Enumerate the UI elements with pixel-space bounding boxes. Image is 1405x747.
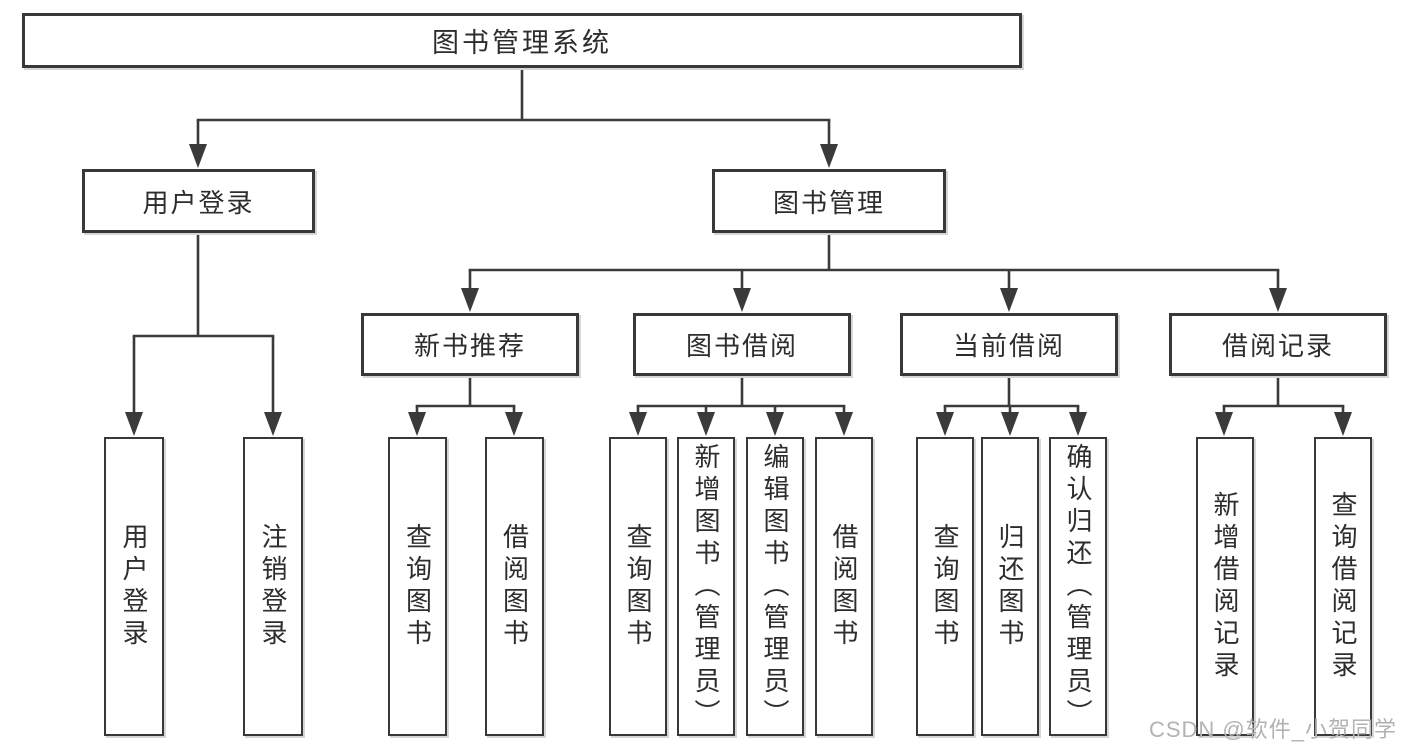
leaf-borrow-book-recommend: 借阅图书 bbox=[485, 437, 544, 736]
leaf-query-book-current: 查询图书 bbox=[916, 437, 974, 736]
node-new-book-recommend-label: 新书推荐 bbox=[413, 331, 526, 361]
connector-current-borrow-to-leaves bbox=[936, 376, 1087, 436]
leaf-edit-book-admin-label: 编辑图书（管理员） bbox=[760, 442, 790, 731]
leaf-edit-book-admin: 编辑图书（管理员） bbox=[746, 437, 804, 736]
leaf-query-borrow-record: 查询借阅记录 bbox=[1314, 437, 1372, 736]
leaf-confirm-return-admin: 确认归还（管理员） bbox=[1049, 437, 1107, 736]
leaf-user-login-label: 用户登录 bbox=[119, 522, 149, 651]
leaf-logout: 注销登录 bbox=[243, 437, 303, 736]
node-current-borrow-label: 当前借阅 bbox=[952, 331, 1065, 361]
node-borrow-record-label: 借阅记录 bbox=[1221, 331, 1334, 361]
leaf-add-book-admin: 新增图书（管理员） bbox=[677, 437, 735, 736]
leaf-user-login: 用户登录 bbox=[104, 437, 164, 736]
leaf-borrow-book-recommend-label: 借阅图书 bbox=[499, 522, 530, 651]
leaf-query-book-recommend-label: 查询图书 bbox=[402, 522, 433, 651]
leaf-confirm-return-admin-label: 确认归还（管理员） bbox=[1063, 442, 1093, 731]
leaf-return-book: 归还图书 bbox=[981, 437, 1039, 736]
connector-borrow-record-to-leaves bbox=[1215, 376, 1352, 436]
node-user-login-label: 用户登录 bbox=[142, 187, 255, 218]
leaf-logout-label: 注销登录 bbox=[258, 522, 288, 651]
leaf-return-book-label: 归还图书 bbox=[995, 522, 1025, 651]
leaf-query-book-borrow: 查询图书 bbox=[609, 437, 667, 736]
leaf-add-book-admin-label: 新增图书（管理员） bbox=[691, 442, 721, 731]
node-new-book-recommend: 新书推荐 bbox=[361, 313, 579, 376]
leaf-add-borrow-record-label: 新增借阅记录 bbox=[1210, 490, 1240, 683]
node-borrow-record: 借阅记录 bbox=[1169, 313, 1387, 376]
node-root-system: 图书管理系统 bbox=[22, 13, 1022, 68]
node-user-login: 用户登录 bbox=[82, 169, 315, 233]
node-book-borrow-label: 图书借阅 bbox=[685, 331, 798, 361]
node-book-management: 图书管理 bbox=[712, 169, 946, 233]
watermark: CSDN @软件_小贺同学 bbox=[1148, 717, 1397, 742]
leaf-query-borrow-record-label: 查询借阅记录 bbox=[1328, 490, 1358, 683]
node-current-borrow: 当前借阅 bbox=[900, 313, 1118, 376]
connector-new-book-to-leaves bbox=[408, 376, 523, 436]
connector-book-management-to-level3 bbox=[461, 233, 1287, 312]
connector-root-to-level2 bbox=[189, 66, 838, 168]
leaf-add-borrow-record: 新增借阅记录 bbox=[1196, 437, 1254, 736]
connector-book-borrow-to-leaves bbox=[629, 376, 853, 436]
connector-user-login-to-leaves bbox=[125, 233, 282, 436]
leaf-borrow-book-label: 借阅图书 bbox=[829, 522, 859, 651]
node-root-label: 图书管理系统 bbox=[432, 28, 612, 58]
node-book-borrow: 图书借阅 bbox=[633, 313, 851, 376]
leaf-query-book-recommend: 查询图书 bbox=[388, 437, 447, 736]
leaf-borrow-book: 借阅图书 bbox=[815, 437, 873, 736]
leaf-query-book-borrow-label: 查询图书 bbox=[623, 522, 653, 651]
leaf-query-book-current-label: 查询图书 bbox=[930, 522, 960, 651]
node-book-management-label: 图书管理 bbox=[772, 187, 885, 218]
